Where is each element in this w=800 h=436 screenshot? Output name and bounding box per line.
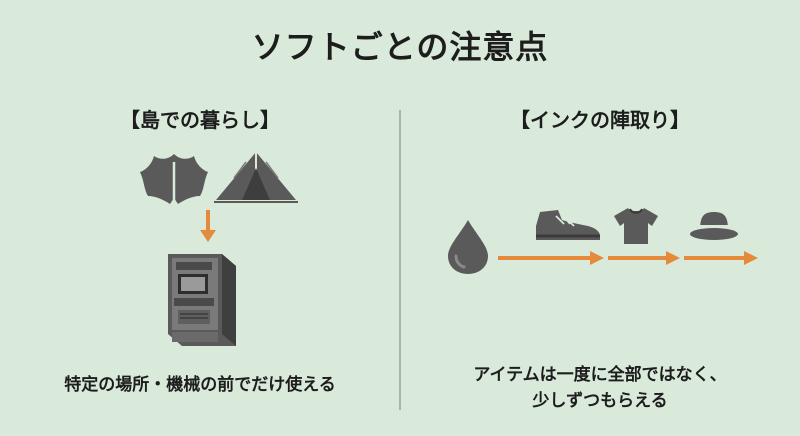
left-section-caption: 特定の場所・機械の前でだけ使える [64, 375, 336, 395]
hat-icon [690, 212, 738, 240]
left-section-heading: 【島での暮らし】 [120, 108, 280, 132]
right-caption-line-2: 少しずつもらえる [532, 391, 668, 411]
arrow-right-icon [498, 251, 604, 265]
arrow-down-icon [200, 210, 216, 242]
atm-machine-icon [168, 254, 236, 346]
arrow-right-icon [684, 251, 758, 265]
right-caption-line-1: アイテムは一度に全部ではなく、 [473, 365, 727, 385]
arrow-right-icon [608, 251, 680, 265]
shirt-icon [614, 208, 658, 244]
page-title: ソフトごとの注意点 [251, 28, 549, 66]
tent-icon [214, 152, 298, 203]
right-section-heading: 【インクの陣取り】 [510, 108, 690, 132]
section-divider [399, 110, 401, 410]
ink-drop-icon [448, 220, 488, 274]
right-section-caption: アイテムは一度に全部ではなく、 少しずつもらえる [400, 362, 800, 414]
leaf-icon [140, 154, 208, 204]
shoe-icon [536, 210, 600, 240]
